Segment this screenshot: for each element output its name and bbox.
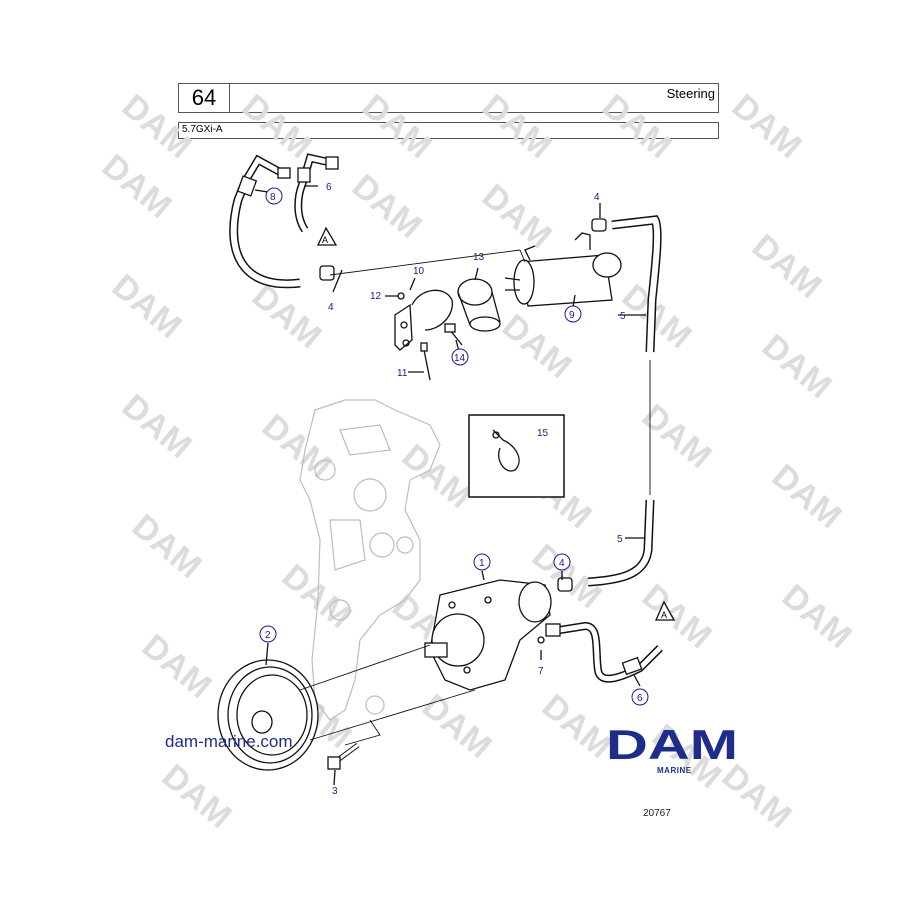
parts-linework xyxy=(217,153,676,786)
callout-12: 12 xyxy=(370,291,382,302)
watermark: DAM xyxy=(775,577,859,656)
watermark: DAM xyxy=(115,387,199,466)
watermark: DAM xyxy=(395,437,479,516)
watermark: DAM xyxy=(105,267,189,346)
section-title: Steering xyxy=(666,86,715,101)
callout-8: 8 xyxy=(270,192,276,203)
watermark: DAM xyxy=(475,177,559,256)
callout-10: 10 xyxy=(413,266,425,277)
watermark: DAM xyxy=(235,87,319,166)
callout-3: 3 xyxy=(332,786,338,797)
watermark: DAM xyxy=(355,87,439,166)
watermark: DAM xyxy=(635,397,719,476)
watermark: DAM xyxy=(715,757,799,836)
callout-15: 15 xyxy=(537,428,549,439)
watermark: DAM xyxy=(345,167,429,246)
watermark: DAM xyxy=(755,327,839,406)
drawing-number: 20767 xyxy=(643,808,671,819)
watermark: DAM xyxy=(255,407,339,486)
callout-5-lower: 5 xyxy=(617,534,623,545)
watermark: DAM xyxy=(155,757,239,836)
section-number: 64 xyxy=(179,84,230,112)
model-label: 5.7GXi-A xyxy=(182,124,223,135)
callout-9: 9 xyxy=(569,310,575,321)
header-row: 64 Steering xyxy=(178,83,719,113)
watermark: DAM xyxy=(595,87,679,166)
watermark: DAM xyxy=(765,457,849,536)
callout-11: 11 xyxy=(397,368,408,379)
model-row: 5.7GXi-A xyxy=(178,122,719,139)
callout-5-upper: 5 xyxy=(620,311,626,322)
engine-bracket xyxy=(299,399,441,721)
brand-subtitle: MARINE xyxy=(657,766,692,775)
watermark: DAM xyxy=(275,557,359,636)
website-text: dam-marine.com xyxy=(165,732,293,751)
callout-1: 1 xyxy=(479,558,485,569)
callout-2: 2 xyxy=(265,630,271,641)
callout-13: 13 xyxy=(473,252,485,263)
callout-4-top: 4 xyxy=(594,192,600,203)
callout-6-bottom: 6 xyxy=(637,693,643,704)
callout-6-top: 6 xyxy=(326,182,332,193)
dam-logo: DAM xyxy=(606,725,738,765)
callout-14: 14 xyxy=(454,353,466,364)
callout-7: 7 xyxy=(538,666,544,677)
watermark: DAM xyxy=(245,277,329,356)
watermark: DAM xyxy=(415,687,499,766)
watermark: DAM xyxy=(725,87,809,166)
reference-mark-a-bottom: A xyxy=(661,610,667,620)
callout-4-bottom: 4 xyxy=(559,558,565,569)
watermark: DAM xyxy=(635,577,719,656)
callout-circles xyxy=(259,187,649,706)
watermark: DAM xyxy=(745,227,829,306)
brand-logo-text: DAM xyxy=(606,725,738,765)
watermark: DAM xyxy=(125,507,209,586)
reference-mark-a-top: A xyxy=(322,235,328,245)
watermark: DAM xyxy=(475,87,559,166)
watermark: DAM xyxy=(135,627,219,706)
callout-4-left: 4 xyxy=(328,302,334,313)
